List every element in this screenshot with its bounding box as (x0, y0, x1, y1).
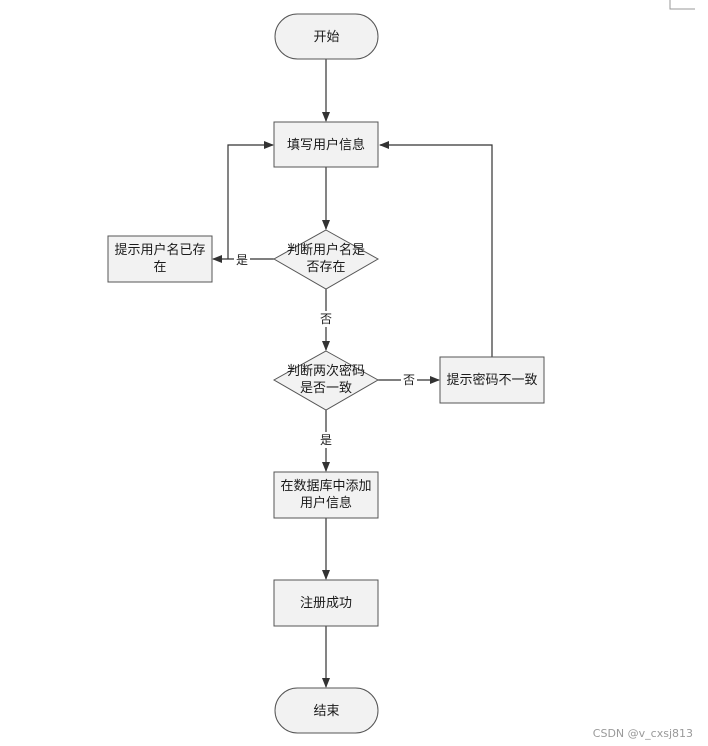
username-exists-label-line1: 提示用户名已存 (114, 242, 205, 258)
edge-label-username-no: 否 (318, 311, 334, 327)
watermark-text: CSDN @v_cxsj813 (593, 727, 693, 740)
register-success-process: 注册成功 (273, 579, 379, 627)
start-label: 开始 (313, 30, 339, 45)
check-passwords-label-line1: 判断两次密码 (287, 363, 365, 379)
svg-text:否: 否 (320, 312, 332, 326)
add-to-db-process: 在数据库中添加 用户信息 (273, 471, 379, 519)
check-passwords-decision: 判断两次密码 是否一致 (272, 350, 380, 411)
svg-text:否: 否 (403, 373, 415, 387)
svg-text:是: 是 (320, 433, 332, 447)
password-mismatch-process: 提示密码不一致 (439, 356, 545, 404)
page-corner-mark (669, 0, 695, 10)
svg-text:是: 是 (236, 253, 248, 267)
edge-exists-loop-back (227, 141, 274, 259)
check-username-label-line2: 否存在 (306, 260, 345, 275)
username-exists-label-line2: 在 (153, 260, 166, 275)
edge-label-username-yes: 是 (234, 252, 250, 267)
check-username-label-line1: 判断用户名是 (287, 242, 365, 258)
check-passwords-label-line2: 是否一致 (300, 381, 352, 396)
edge-label-password-no: 否 (401, 372, 417, 388)
password-mismatch-label: 提示密码不一致 (446, 372, 537, 388)
end-label: 结束 (313, 704, 339, 719)
edge-label-password-yes: 是 (318, 432, 334, 448)
add-to-db-label-line2: 用户信息 (300, 495, 352, 511)
register-success-label: 注册成功 (300, 596, 352, 611)
add-to-db-label-line1: 在数据库中添加 (280, 478, 371, 494)
edge-mismatch-loop-back (379, 141, 493, 357)
start-terminal: 开始 (274, 13, 379, 60)
fill-info-process: 填写用户信息 (273, 121, 379, 168)
username-exists-process: 提示用户名已存 在 (107, 235, 213, 283)
fill-info-label: 填写用户信息 (287, 137, 365, 153)
check-username-decision: 判断用户名是 否存在 (272, 229, 380, 290)
end-terminal: 结束 (274, 687, 379, 734)
